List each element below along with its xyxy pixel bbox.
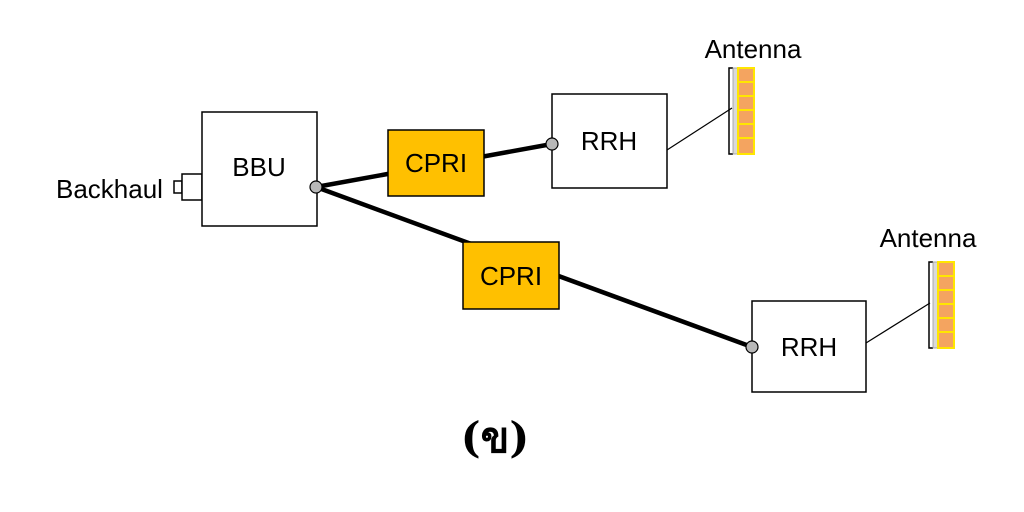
rrh-lower-connector-dot xyxy=(745,340,759,354)
cpri-box-upper: CPRI xyxy=(387,129,485,197)
backhaul-port xyxy=(173,173,203,201)
cpri-label-upper: CPRI xyxy=(405,148,467,178)
bbu-label: BBU xyxy=(232,152,285,182)
rrh-box-lower: RRH xyxy=(751,300,867,393)
rrh-upper-connector-dot xyxy=(545,137,559,151)
bbu-box: BBU xyxy=(201,111,318,227)
antenna-label-upper: Antenna xyxy=(705,34,802,64)
antenna-icon-lower xyxy=(928,261,955,349)
antenna-label-lower: Antenna xyxy=(880,223,977,253)
feeder-line-upper xyxy=(666,107,733,151)
cpri-box-lower: CPRI xyxy=(462,241,560,310)
rrh-label-upper: RRH xyxy=(581,126,637,156)
bbu-connector-dot xyxy=(309,180,323,194)
backhaul-label: Backhaul xyxy=(56,174,163,204)
rrh-box-upper: RRH xyxy=(551,93,668,189)
feeder-line-lower xyxy=(865,302,931,344)
rrh-label-lower: RRH xyxy=(781,332,837,362)
cpri-label-lower: CPRI xyxy=(480,261,542,291)
antenna-icon-upper xyxy=(728,67,755,155)
figure-caption: (ข) xyxy=(461,413,529,462)
